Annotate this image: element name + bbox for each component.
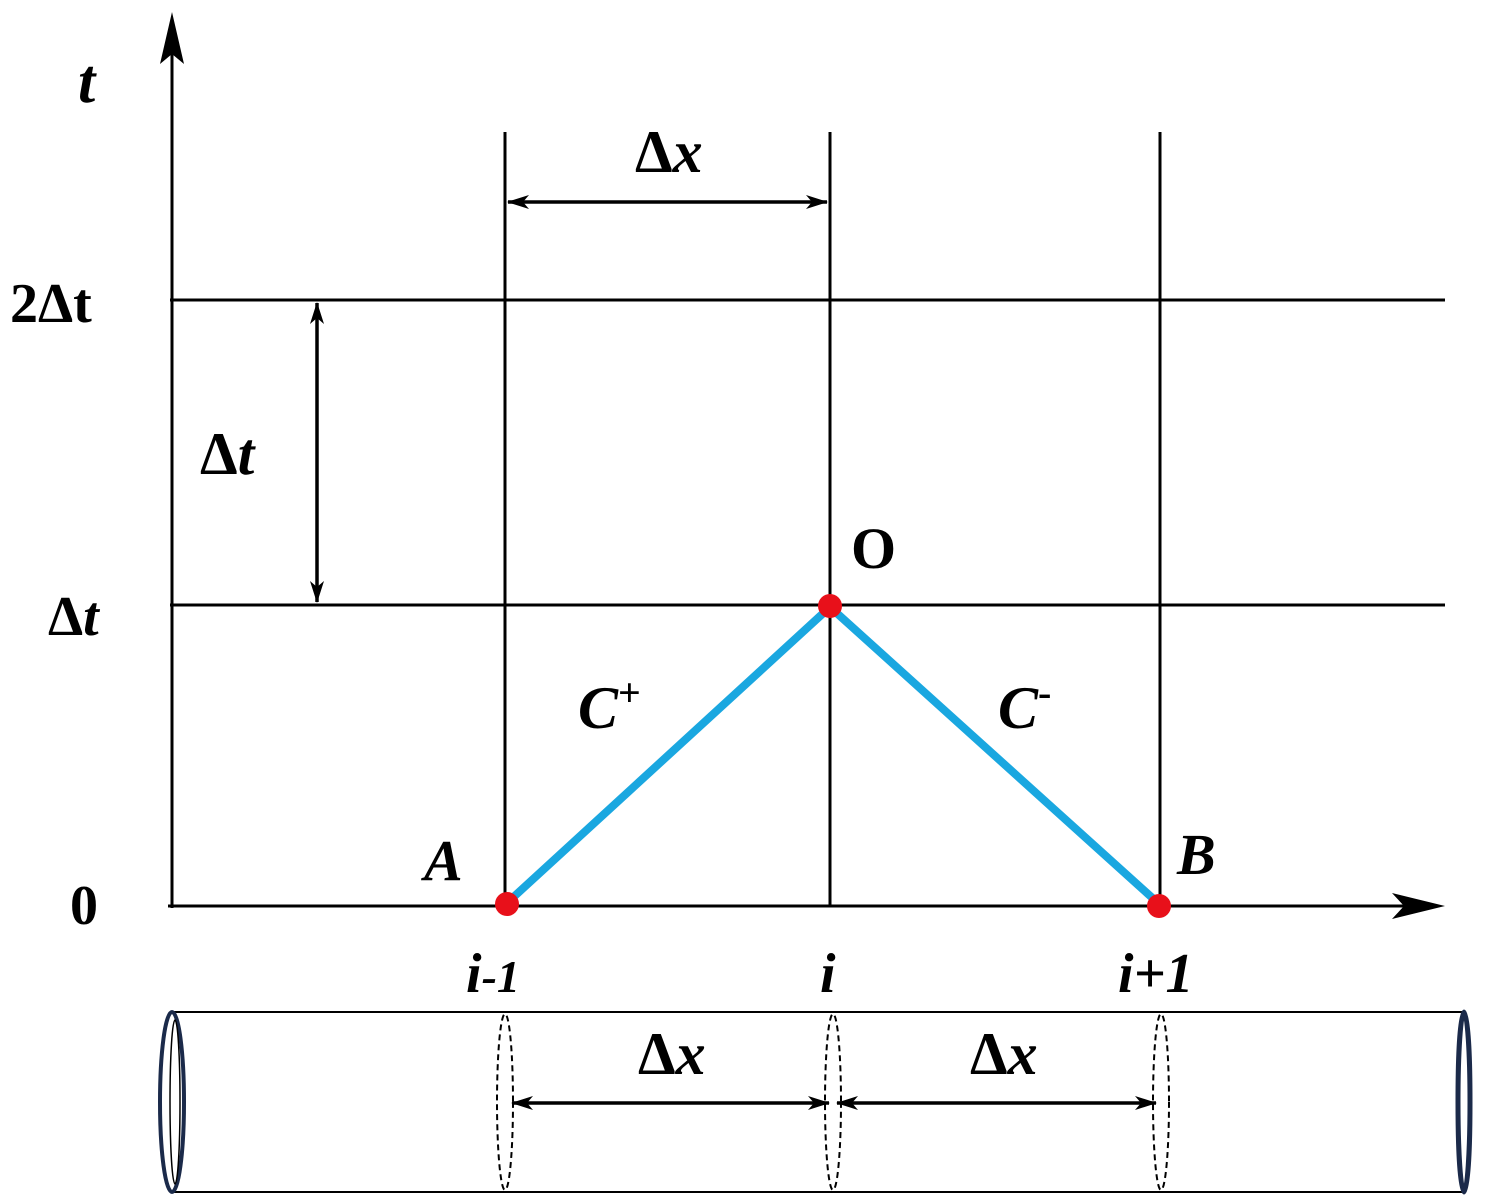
pipe-left-end-inner — [169, 1019, 181, 1185]
dx-label-top: Δx — [635, 119, 703, 185]
t-tick-2dt: 2Δt — [10, 273, 92, 335]
characteristic-c-minus-line — [826, 603, 1162, 907]
t-axis-label: t — [78, 48, 97, 116]
x-axis-arrowhead — [1392, 893, 1445, 919]
pipe-section-i-minus-1 — [496, 1013, 514, 1191]
t-tick-0: 0 — [70, 875, 98, 937]
x-tick-i: i — [820, 943, 836, 1005]
point-b-label: B — [1176, 822, 1216, 887]
characteristic-c-plus-line — [503, 603, 834, 907]
dx-label-pipe-left: Δx — [638, 1021, 706, 1087]
x-tick-i-minus-1: i-1 — [466, 943, 520, 1005]
point-a-label: A — [421, 828, 463, 893]
node-o — [818, 594, 842, 618]
c-minus-label: C- — [998, 670, 1051, 741]
dx-label-pipe-right: Δx — [970, 1021, 1038, 1087]
pipe-right-end — [1455, 1009, 1473, 1195]
point-o-label: O — [851, 516, 896, 581]
pipe-left-end — [158, 1010, 186, 1194]
c-plus-label: C+ — [578, 670, 641, 741]
node-b — [1147, 894, 1171, 918]
t-axis-arrowhead — [160, 12, 184, 64]
x-tick-i-plus-1: i+1 — [1118, 943, 1193, 1005]
pipe-section-i-plus-1 — [1152, 1013, 1170, 1191]
t-tick-dt: Δt — [48, 586, 100, 648]
dt-label: Δt — [200, 421, 257, 487]
node-a — [495, 892, 519, 916]
